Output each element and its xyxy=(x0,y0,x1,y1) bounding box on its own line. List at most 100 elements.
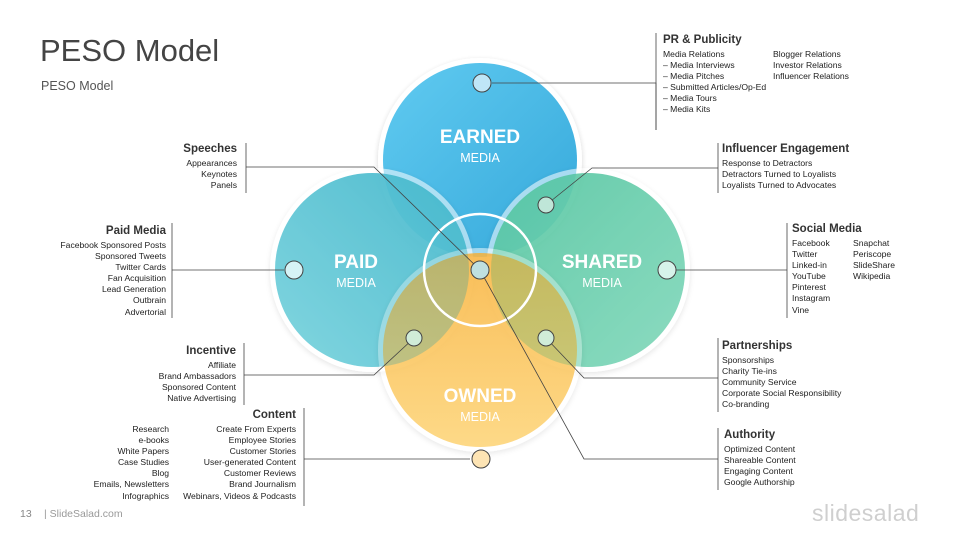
list-item: Corporate Social Responsibility xyxy=(722,388,842,399)
list-item: Research xyxy=(132,424,170,434)
list-item: Blog xyxy=(151,468,170,479)
list-item: Keynotes xyxy=(201,169,237,180)
node-social xyxy=(657,260,677,280)
list-item: Customer Reviews xyxy=(223,468,296,479)
list-item: Sponsored Content xyxy=(161,382,236,393)
list-item: Sponsorships xyxy=(722,355,775,365)
list-item: Instagram xyxy=(792,293,831,304)
owned-title: OWNED xyxy=(444,386,517,407)
group-influencer-engagement: Influencer Engagement Response to Detrac… xyxy=(722,143,849,191)
footer-site: | SlideSalad.com xyxy=(44,508,123,520)
list-item: White Papers xyxy=(117,446,170,457)
list-item: Native Advertising xyxy=(167,393,236,404)
list-item: Employee Stories xyxy=(228,435,296,446)
node-partnerships xyxy=(537,329,555,347)
list-item: Twitter Cards xyxy=(115,262,166,273)
shared-title: SHARED xyxy=(562,252,642,273)
list-item: Media Interviews xyxy=(663,60,773,71)
pr-list-dash: Media Interviews Media Pitches Submitted… xyxy=(663,60,773,115)
connector-lines xyxy=(171,33,788,506)
pr-list-2: Blogger Relations Investor Relations Inf… xyxy=(773,49,849,82)
list-item: Facebook xyxy=(792,238,830,248)
earned-subtitle: MEDIA xyxy=(460,151,500,165)
list-item: YouTube xyxy=(792,271,826,282)
list-item: Wikipedia xyxy=(853,271,891,282)
list-item: Influencer Relations xyxy=(773,71,849,82)
list-item: e-books xyxy=(138,435,170,446)
list-item: Appearances xyxy=(186,158,237,168)
group-pr-publicity: PR & Publicity Media Relations Media Int… xyxy=(663,34,849,116)
shared-subtitle: MEDIA xyxy=(582,276,622,290)
list-item: Snapchat xyxy=(853,238,890,248)
list-item: Detractors Turned to Loyalists xyxy=(722,169,837,180)
list-item: Sponsored Tweets xyxy=(94,251,166,262)
list-item: Vine xyxy=(792,304,810,315)
list-item: Shareable Content xyxy=(724,455,796,466)
pr-list-1: Media Relations xyxy=(663,49,773,60)
list-item: Submitted Articles/Op-Ed xyxy=(663,82,773,93)
list-item: Create From Experts xyxy=(216,424,296,434)
list-item: SlideShare xyxy=(853,260,896,271)
list-item: Media Kits xyxy=(663,104,773,115)
list-item: Affiliate xyxy=(207,360,236,370)
list-item: Response to Detractors xyxy=(722,158,813,168)
node-pr xyxy=(472,73,492,93)
group-social-media: Social Media Facebook Twitter Linked-in … xyxy=(792,223,895,316)
list-item: Panels xyxy=(210,180,237,191)
paid-title: PAID xyxy=(334,252,378,273)
list-item: Webinars, Videos & Podcasts xyxy=(183,490,296,501)
center-ring xyxy=(422,212,538,328)
group-partnerships: Partnerships Sponsorships Charity Tie-in… xyxy=(722,340,841,410)
group-authority: Authority Optimized Content Shareable Co… xyxy=(724,429,796,488)
list-item: Media Pitches xyxy=(663,71,773,82)
list-item: Media Tours xyxy=(663,93,773,104)
list-item: Emails, Newsletters xyxy=(93,479,170,490)
owned-subtitle: MEDIA xyxy=(460,410,500,424)
list-item: Media Relations xyxy=(663,49,725,59)
list-item: Optimized Content xyxy=(724,444,796,454)
node-incentive xyxy=(405,329,423,347)
list-item: Engaging Content xyxy=(724,466,793,477)
group-title: Influencer Engagement xyxy=(722,143,850,155)
group-title: Social Media xyxy=(792,223,862,235)
group-speeches: Speeches Appearances Keynotes Panels xyxy=(183,143,237,191)
list-item: Lead Generation xyxy=(101,284,166,295)
slide-subtitle: PESO Model xyxy=(41,79,114,93)
group-title: Paid Media xyxy=(105,225,166,237)
group-title: Partnerships xyxy=(722,340,793,352)
group-incentive: Incentive Affiliate Brand Ambassadors Sp… xyxy=(159,345,236,404)
list-item: Infographics xyxy=(122,490,170,501)
list-item: User-generated Content xyxy=(203,457,296,468)
group-title: Speeches xyxy=(183,143,237,155)
list-item: Outbrain xyxy=(133,295,166,306)
list-item: Linked-in xyxy=(792,260,827,271)
node-content xyxy=(471,449,491,469)
list-item: Pinterest xyxy=(792,282,826,293)
node-center xyxy=(470,260,490,280)
connector-nodes xyxy=(284,73,677,469)
list-item: Google Authorship xyxy=(724,477,795,488)
list-item: Facebook Sponsored Posts xyxy=(60,240,166,250)
list-item: Brand Ambassadors xyxy=(158,371,236,382)
group-title: Authority xyxy=(724,429,776,441)
list-item: Co-branding xyxy=(722,399,770,410)
node-paid-media xyxy=(284,260,304,280)
list-item: Investor Relations xyxy=(773,60,842,71)
list-item: Case Studies xyxy=(117,457,170,468)
circle-owned xyxy=(378,248,582,452)
list-item: Fan Acquisition xyxy=(107,273,166,284)
page-number: 13 xyxy=(20,508,32,520)
group-content: Content Research e-books White Papers Ca… xyxy=(94,409,296,502)
group-title: Content xyxy=(252,409,296,421)
node-influencer xyxy=(537,196,555,214)
group-title: Incentive xyxy=(186,345,236,357)
slide-title: PESO Model xyxy=(40,33,220,68)
list-item: Customer Stories xyxy=(229,446,296,457)
list-item: Blogger Relations xyxy=(773,49,841,59)
list-item: Advertorial xyxy=(124,306,166,317)
list-item: Community Service xyxy=(722,377,797,388)
list-item: Twitter xyxy=(792,249,818,260)
list-item: Brand Journalism xyxy=(229,479,296,490)
list-item: Loyalists Turned to Advocates xyxy=(722,180,837,191)
